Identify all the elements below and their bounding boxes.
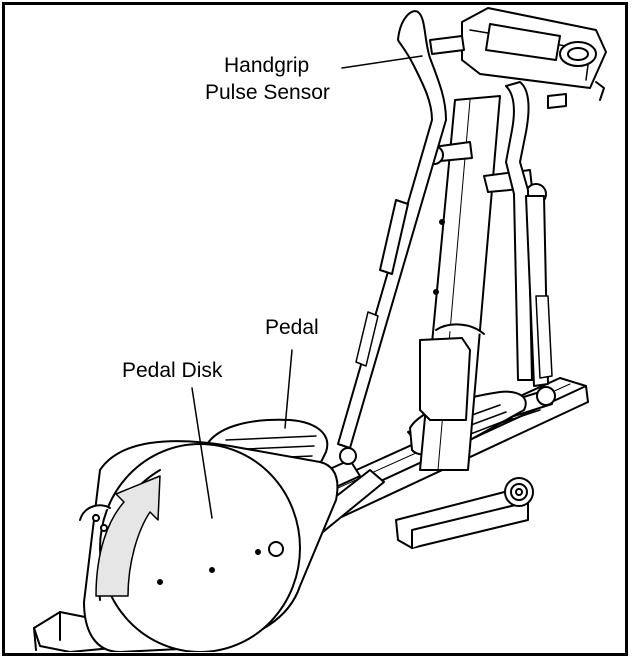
- left-handle-arm: [337, 10, 447, 449]
- front-stabilizer: [395, 477, 534, 549]
- pedal-leader: [284, 349, 293, 429]
- handgrip-label-line1: Handgrip: [224, 54, 310, 77]
- curved-arrow-icon: [95, 475, 161, 597]
- console: [461, 7, 607, 109]
- pedal-disk-leader: [191, 387, 213, 519]
- handgrip-label-line2: Pulse Sensor: [205, 81, 330, 104]
- right-handle-arm: [505, 81, 553, 387]
- handgrip-leader: [341, 55, 423, 69]
- leader-lines: [191, 55, 423, 519]
- pedal-label: Pedal: [265, 316, 319, 339]
- pedal-disk-label: Pedal Disk: [122, 359, 223, 382]
- upright-column: [419, 95, 501, 471]
